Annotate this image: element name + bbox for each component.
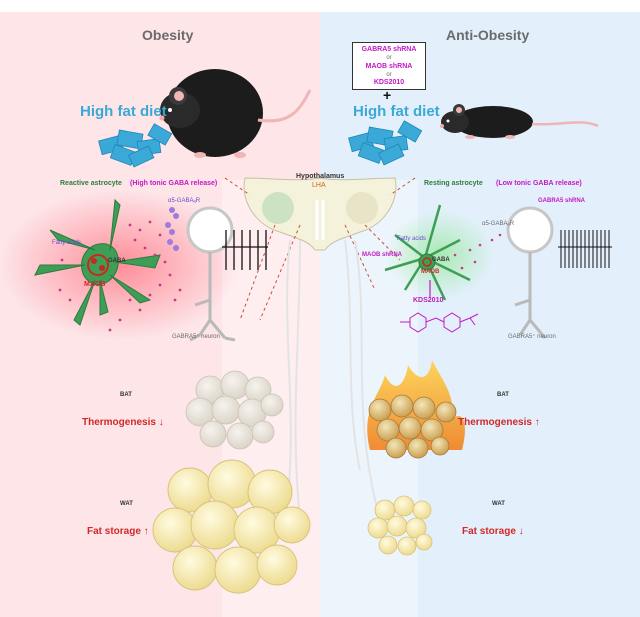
obesity-title: Obesity (142, 27, 194, 43)
spike-train-left (222, 230, 268, 270)
treatment-maob: MAOB shRNA (365, 63, 413, 70)
wat-label-right: WAT (492, 501, 505, 507)
reactive-astrocyte-note: (High tonic GABA release) (130, 180, 218, 187)
fatty-acids-label-right: Fatty acids (397, 236, 427, 242)
bat-label-right: BAT (497, 392, 509, 398)
reactive-astrocyte-label: Reactive astrocyte (60, 180, 122, 187)
kds2010-molecule (400, 312, 479, 333)
treatment-or-2: or (386, 72, 392, 78)
treatment-or-1: or (386, 55, 392, 61)
maob-label-left: MAOB (84, 281, 106, 288)
gaba-label-left: GABA (108, 258, 126, 264)
bat-right (368, 394, 457, 459)
gabra5-neuron-left (186, 206, 236, 342)
diet-label-right: High fat diet (353, 103, 440, 120)
gabra5-neuron-right (506, 206, 554, 339)
kds2010-label: KDS2010 (413, 297, 444, 304)
wat-right (367, 495, 433, 556)
diet-label-left: High fat diet (80, 103, 167, 120)
obese-mouse (159, 69, 312, 158)
resting-astrocyte-label: Resting astrocyte (424, 180, 483, 187)
anti-obesity-panel (320, 0, 640, 617)
receptors-left (165, 207, 179, 251)
maob-label-right: MAOB (421, 269, 440, 275)
hypothalamus-section (243, 177, 397, 251)
receptor-label-left: α5-GABAₐR (168, 198, 201, 204)
plus-sign: + (383, 87, 392, 103)
thermogenesis-right: Thermogenesis ↑ (458, 417, 540, 428)
gabra5-shrna-label: GABRA5 shRNA (538, 198, 586, 204)
spike-train-right (558, 230, 612, 268)
maob-complex-left (87, 254, 109, 276)
fatty-acids-label-left: Fatty acids (52, 240, 82, 246)
gaba-dots-right (453, 233, 502, 270)
receptor-label-right: α5-GABAₐR (482, 221, 515, 227)
fat-storage-left: Fat storage ↑ (87, 526, 149, 537)
treatment-gabra5: GABRA5 shRNA (361, 46, 417, 53)
thermogenesis-left: Thermogenesis ↓ (82, 417, 164, 428)
treatment-box: GABRA5 shRNA or MAOB shRNA or KDS2010 (352, 42, 426, 90)
lean-mouse (440, 104, 599, 139)
hypothalamus-label: Hypothalamus (296, 173, 345, 180)
fat-storage-right: Fat storage ↓ (462, 526, 524, 537)
diet-blocks-left (98, 123, 173, 168)
gaba-label-right: GABA (432, 257, 450, 263)
reactive-astrocyte (34, 198, 161, 326)
neuron-label-left: GABRA5⁺ neuron (172, 334, 220, 340)
lha-label: LHA (312, 182, 326, 189)
maob-shrna-label: MAOB shRNA (362, 252, 402, 258)
wat-label-left: WAT (120, 501, 133, 507)
diet-blocks-right (348, 120, 423, 166)
bat-left (185, 370, 284, 450)
gaba-dots-left (58, 220, 182, 332)
anti-obesity-title: Anti-Obesity (446, 27, 530, 43)
bat-label-left: BAT (120, 392, 132, 398)
resting-astrocyte-note: (Low tonic GABA release) (496, 180, 582, 187)
treatment-kds2010: KDS2010 (373, 79, 405, 86)
neuron-label-right: GABRA5⁺ neuron (508, 334, 556, 340)
wat-left (152, 459, 311, 594)
